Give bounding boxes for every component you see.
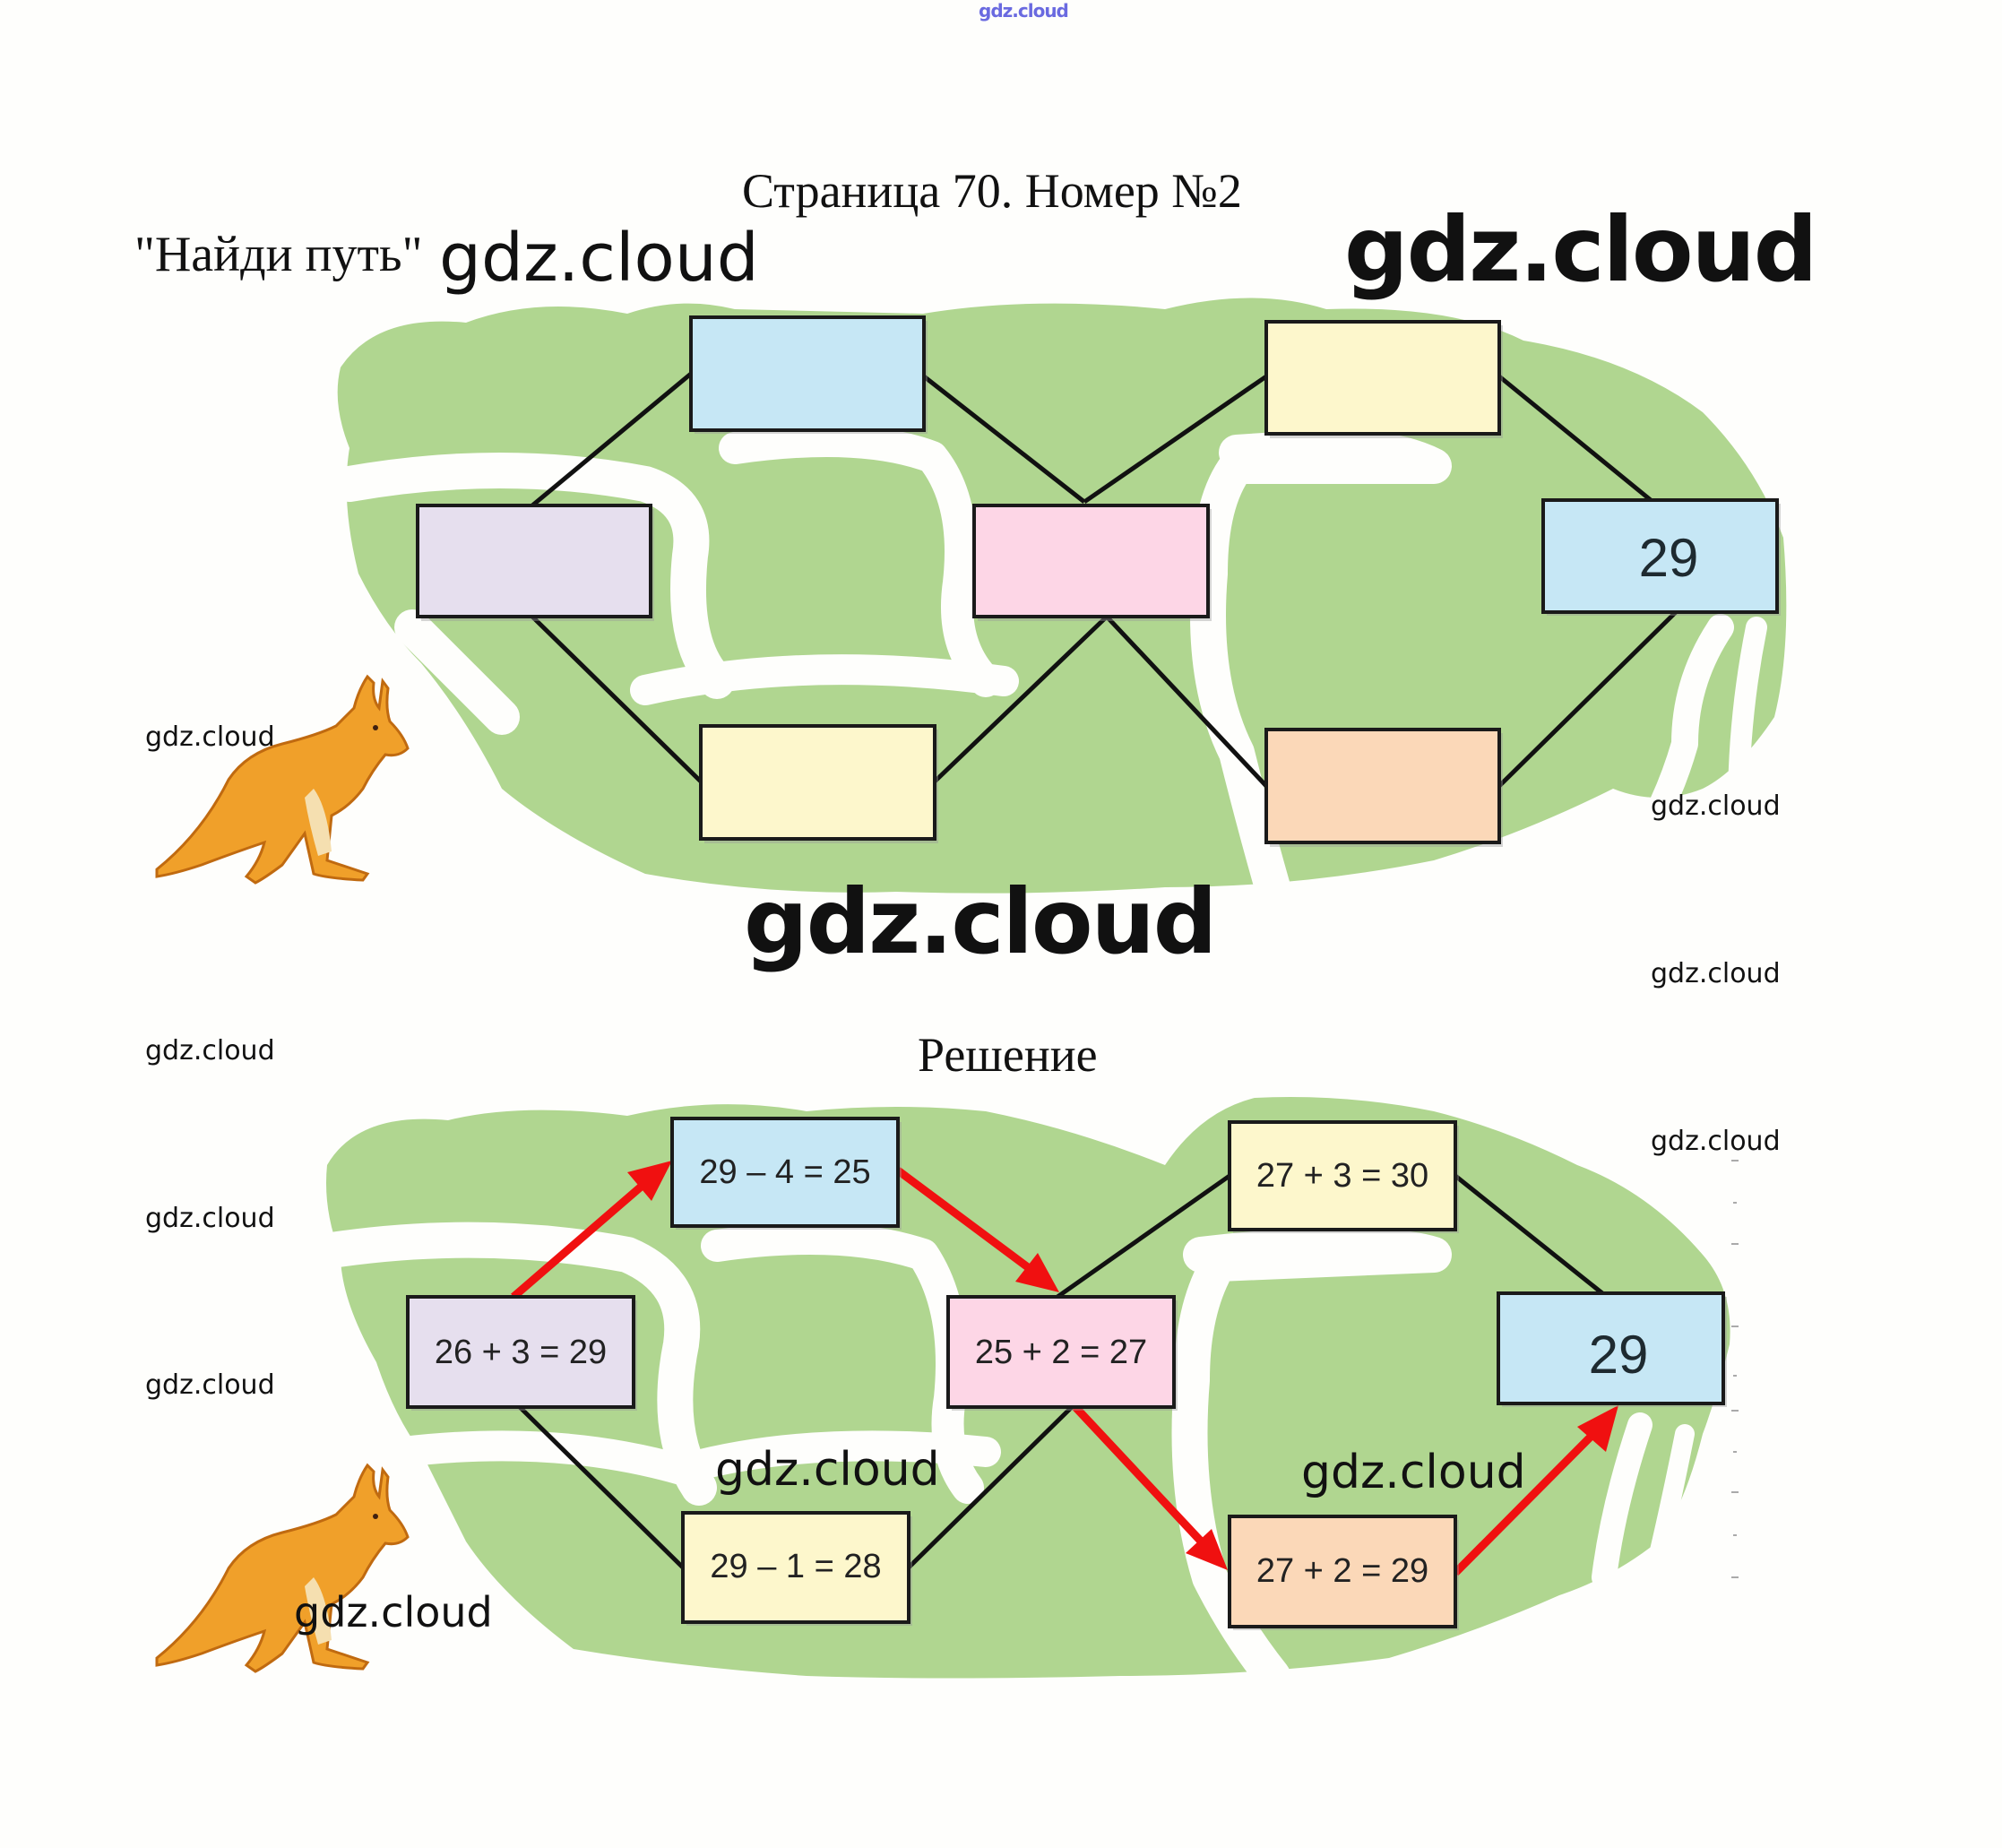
watermark: gdz.cloud [145,1203,275,1234]
task-box-bottom-left [699,724,938,843]
watermark: gdz.cloud [1301,1446,1526,1499]
connector-lines [518,1173,1604,1569]
task-box-mid-center [972,504,1212,621]
equation-text: 29 – 1 = 28 [710,1548,881,1585]
task-box-bottom-right [1264,728,1503,847]
task-diagram: 29 [155,298,1787,905]
arrow-step-2 [895,1167,1038,1276]
equation-text: 29 – 4 = 25 [699,1153,870,1191]
solution-box-bottom-right: 27 + 2 = 29 [1228,1515,1459,1630]
arrow-step-3 [1072,1403,1209,1550]
arrow-step-4-head [1577,1405,1618,1452]
watermark: gdz.cloud [145,721,275,753]
site-watermark-top: gdz.cloud [979,0,1069,22]
kangaroo-illustration [155,1463,410,1673]
solution-path-arrows [511,1161,1618,1576]
watermark-large: gdz.cloud [744,869,1217,974]
watermark: gdz.cloud [1651,790,1781,822]
solution-box-mid-right: 29 [1497,1291,1727,1407]
task-box-top-left [689,315,928,434]
solution-box-top-right: 27 + 3 = 30 [1228,1120,1459,1233]
equation-text: 29 [1589,1325,1649,1385]
watermark: gdz.cloud [294,1588,493,1636]
equation-text: 26 + 3 = 29 [435,1334,607,1371]
watermark: gdz.cloud [145,1369,275,1401]
connector-lines [531,372,1678,788]
task-box-mid-left [416,504,654,621]
edge-ticks [1731,1160,1739,1578]
watermark: gdz.cloud [715,1443,940,1497]
equation-text: 25 + 2 = 27 [975,1334,1147,1371]
kangaroo-illustration [155,674,410,885]
watermark: gdz.cloud [145,1035,275,1066]
task-box-mid-right: 29 [1541,498,1781,616]
arrow-step-4 [1452,1429,1599,1576]
task-box-value: 29 [1639,528,1699,588]
roads [314,1222,1695,1694]
arrow-step-1 [511,1179,648,1300]
watermark: gdz.cloud [439,220,759,297]
task-name: "Найди путь" [134,227,423,282]
solution-box-bottom-left: 29 – 1 = 28 [681,1511,912,1626]
watermark: gdz.cloud [1651,1126,1781,1157]
equation-text: 27 + 2 = 29 [1256,1552,1428,1590]
arrow-step-2-head [1015,1253,1059,1292]
solution-diagram: 29 – 4 = 25 27 + 3 = 30 26 + 3 = 29 25 +… [155,1097,1739,1694]
equation-text: 27 + 3 = 30 [1256,1157,1428,1195]
solution-boxes: 29 – 4 = 25 27 + 3 = 30 26 + 3 = 29 25 +… [406,1117,1727,1630]
arrow-step-3-head [1186,1529,1228,1570]
solution-heading: Решение [918,1028,1098,1082]
task-boxes: 29 [416,315,1781,847]
solution-box-top-left: 29 – 4 = 25 [670,1117,902,1230]
page-title: Страница 70. Номер №2 [742,164,1242,218]
roads [332,425,1767,905]
watermark-large: gdz.cloud [1344,197,1817,302]
task-box-top-right [1264,320,1503,438]
solution-box-mid-left: 26 + 3 = 29 [406,1295,637,1411]
watermark: gdz.cloud [1651,958,1781,989]
arrow-step-1-head [627,1161,672,1201]
solution-box-mid-center: 25 + 2 = 27 [946,1295,1178,1411]
